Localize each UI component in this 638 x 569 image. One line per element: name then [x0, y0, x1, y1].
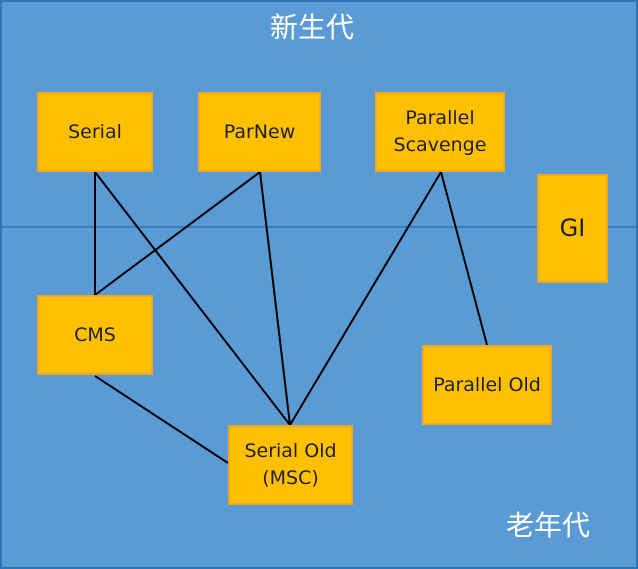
- collector-parallel-old: Parallel Old: [422, 345, 552, 425]
- collector-g1: GI: [537, 174, 608, 283]
- edge-parnew-to-cms: [94, 171, 261, 296]
- old-generation-title: 老年代: [506, 509, 591, 542]
- collector-serial-old: Serial Old (MSC): [228, 425, 353, 505]
- collector-cms: CMS: [37, 295, 153, 375]
- edge-parnew-to-serial-old: [259, 171, 291, 426]
- collector-parnew: ParNew: [198, 92, 321, 172]
- collector-serial: Serial: [37, 92, 153, 172]
- edge-serial-to-serial-old: [94, 171, 291, 426]
- edge-cms-to-serial-old: [94, 375, 229, 464]
- collector-parallel-scavenge: Parallel Scavenge: [375, 92, 505, 172]
- edge-parallel-scavenge-to-serial-old: [289, 171, 442, 426]
- edge-parallel-scavenge-to-parallel-old: [440, 171, 488, 346]
- edge-layer: [94, 171, 488, 464]
- young-generation-title: 新生代: [270, 11, 355, 44]
